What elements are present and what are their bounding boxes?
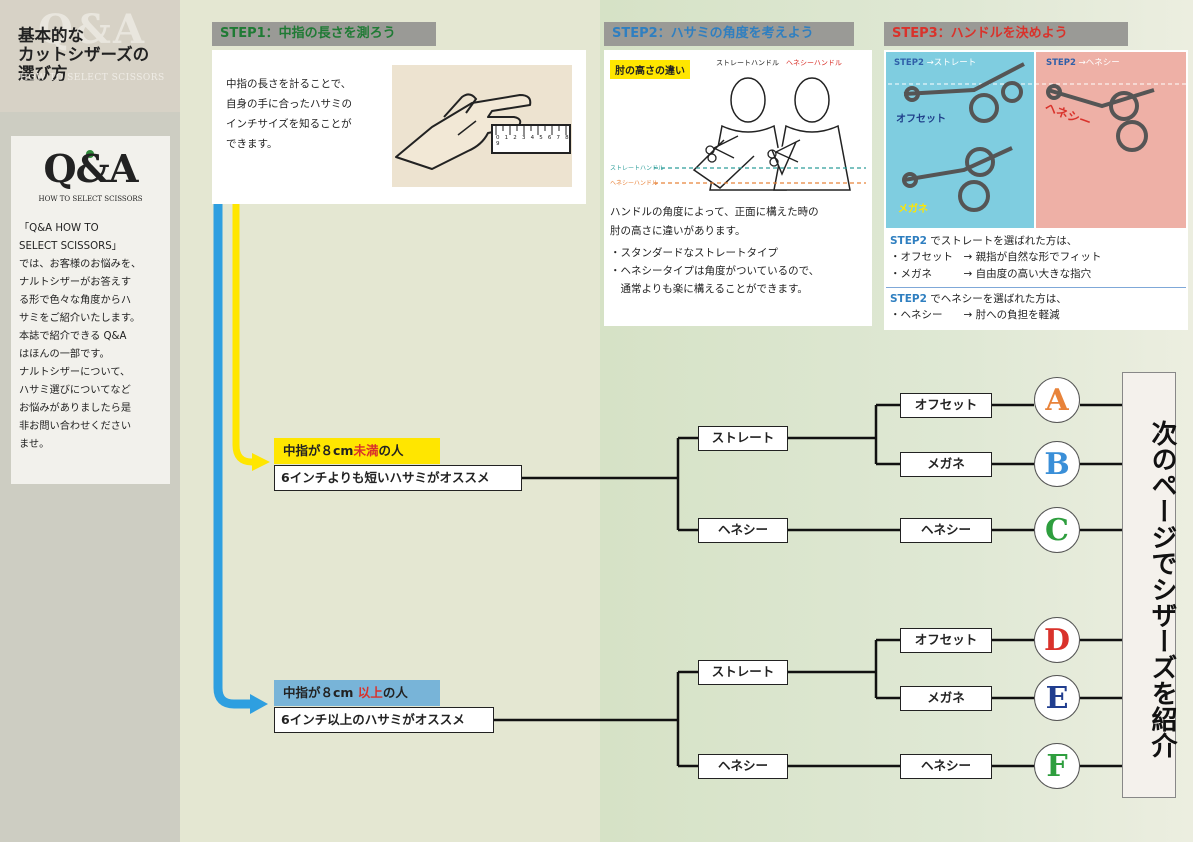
hennessy-line-caption: ヘネシーハンドル: [610, 180, 658, 187]
step3-label: STEP3：ハンドルを決めよう: [884, 22, 1128, 46]
step3-card: STEP2 →ストレート STEP2 →ヘネシー オフセット メガネ ヘネシー …: [884, 50, 1188, 330]
ruler-numbers: 0 1 2 3 4 5 6 7 8 9: [496, 135, 571, 147]
step1-text: 中指の長さを計ることで、 自身の手に合ったハサミの インチサイズを知ることが で…: [226, 78, 352, 150]
straight-option-top: ストレート: [698, 426, 788, 451]
step3-note2-body: ・ヘネシー → 肘への負担を軽減: [890, 309, 1060, 321]
hennessy-handle-caption: ヘネシーハンドル: [786, 59, 842, 67]
offset-caption: オフセット: [896, 114, 946, 125]
step1-label: STEP1：中指の長さを測ろう: [212, 22, 436, 46]
over-8cm-tag: 中指が８cm 以上の人: [274, 680, 440, 706]
scissors-illustrations: [888, 62, 1186, 212]
step2-text: ハンドルの角度によって、正面に構えた時の 肘の高さに違いがあります。: [610, 206, 819, 237]
megane-option-e: メガネ: [900, 686, 992, 711]
title-background: [0, 0, 180, 112]
result-d-badge: D: [1034, 617, 1080, 663]
result-f-badge: F: [1034, 743, 1080, 789]
next-page-text: 次のページでシザーズを紹介: [1147, 420, 1177, 758]
step2-label: STEP2：ハサミの角度を考えよう: [604, 22, 854, 46]
leaf-icon: [86, 150, 94, 158]
result-a-badge: A: [1034, 377, 1080, 423]
step1-card: 中指の長さを計ることで、 自身の手に合ったハサミの インチサイズを知ることが で…: [212, 50, 586, 204]
next-page-panel: 次のページでシザーズを紹介: [1122, 372, 1177, 798]
straight-option-bottom: ストレート: [698, 660, 788, 685]
offset-option-d: オフセット: [900, 628, 992, 653]
hand-illustration: 0 1 2 3 4 5 6 7 8 9: [392, 65, 572, 187]
hennessy-option-bottom: ヘネシー: [698, 754, 788, 779]
megane-caption: メガネ: [898, 204, 928, 215]
step3-divider: [886, 287, 1186, 288]
qa-logo: Q&A: [43, 146, 139, 191]
offset-option-a: オフセット: [900, 393, 992, 418]
result-c-badge: C: [1034, 507, 1080, 553]
megane-option-b: メガネ: [900, 452, 992, 477]
straight-handle-caption: ストレートハンドル: [716, 59, 779, 67]
hennessy-panel: [1036, 52, 1186, 228]
step3-note1-body: ・オフセット → 親指が自然な形でフィット ・メガネ → 自由度の高い大きな指穴: [890, 251, 1102, 280]
step2-card: 肘の高さの違い ストレートハンドル ヘネシーハンドル ストレートハンドル ヘネシ…: [604, 50, 872, 326]
step3-note2-title: STEP2 でヘネシーを選ばれた方は、: [890, 293, 1067, 305]
step3-note1-title: STEP2 でストレートを選ばれた方は、: [890, 235, 1078, 247]
straight-line-caption: ストレートハンドル: [610, 165, 665, 172]
result-e-badge: E: [1034, 675, 1080, 721]
hand-measure-icon: [395, 93, 571, 170]
straight-panel-header: STEP2 →ストレート: [894, 58, 977, 68]
under-8cm-tag: 中指が８cm未満の人: [274, 438, 440, 464]
page-subtitle: HOW TO SELECT SCISSORS: [20, 73, 165, 83]
qa-description: 「Q&A HOW TO SELECT SCISSORS」 では、お客様のお悩みを…: [19, 223, 142, 450]
qa-logo-subtitle: HOW TO SELECT SCISSORS: [38, 195, 143, 203]
hennessy-option-f: ヘネシー: [900, 754, 992, 779]
over-8cm-recommendation: 6インチ以上のハサミがオススメ: [274, 707, 494, 733]
hennessy-option-top: ヘネシー: [698, 518, 788, 543]
title-ghost-logo: Q&A: [38, 6, 146, 53]
under-8cm-recommendation: 6インチよりも短いハサミがオススメ: [274, 465, 522, 491]
posture-illustration: [654, 77, 866, 191]
step2-bullets: ・スタンダードなストレートタイプ ・ヘネシータイプは角度がついているので、 通常…: [610, 247, 820, 295]
hennessy-panel-header: STEP2 →ヘネシー: [1046, 58, 1120, 68]
hennessy-option-c: ヘネシー: [900, 518, 992, 543]
qa-info-card: Q&A HOW TO SELECT SCISSORS 「Q&A HOW TO S…: [11, 136, 170, 484]
page-title: 基本的な カットシザーズの 選び方: [18, 26, 150, 83]
step2-tag: 肘の高さの違い: [610, 60, 690, 79]
result-b-badge: B: [1034, 441, 1080, 487]
